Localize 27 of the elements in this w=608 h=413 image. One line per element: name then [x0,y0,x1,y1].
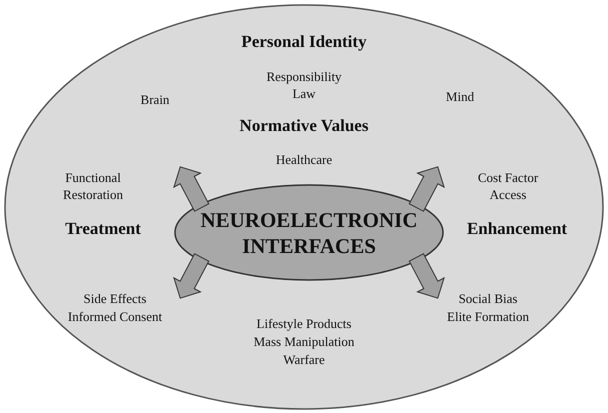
center-title: NEUROELECTRONIC INTERFACES [199,206,419,258]
category-heading: Normative Values [240,116,368,136]
topic-label: Mass Manipulation [254,334,354,350]
category-heading: Personal Identity [241,32,367,52]
block-arrow [173,166,210,212]
block-arrow [173,253,210,299]
topic-label: Responsibility [266,69,342,85]
category-heading: Treatment [65,219,141,239]
topic-label: Healthcare [276,152,332,168]
block-arrow [408,253,445,299]
topic-label: Warfare [283,352,325,368]
block-arrow [408,166,445,212]
topic-label: Functional [65,170,121,186]
center-ellipse [174,184,444,281]
topic-label: Mind [446,89,474,105]
topic-label: Access [490,187,526,203]
topic-label: Elite Formation [447,309,529,325]
topic-label: Social Bias [458,291,518,307]
category-heading: Enhancement [466,219,568,239]
topic-label: Restoration [63,187,123,203]
topic-label: Cost Factor [478,170,538,186]
topic-label: Brain [140,92,170,108]
topic-label: Informed Consent [68,309,162,325]
topic-label: Law [292,86,316,102]
outer-ellipse [4,4,604,410]
topic-label: Lifestyle Products [256,316,352,332]
topic-label: Side Effects [84,291,146,307]
